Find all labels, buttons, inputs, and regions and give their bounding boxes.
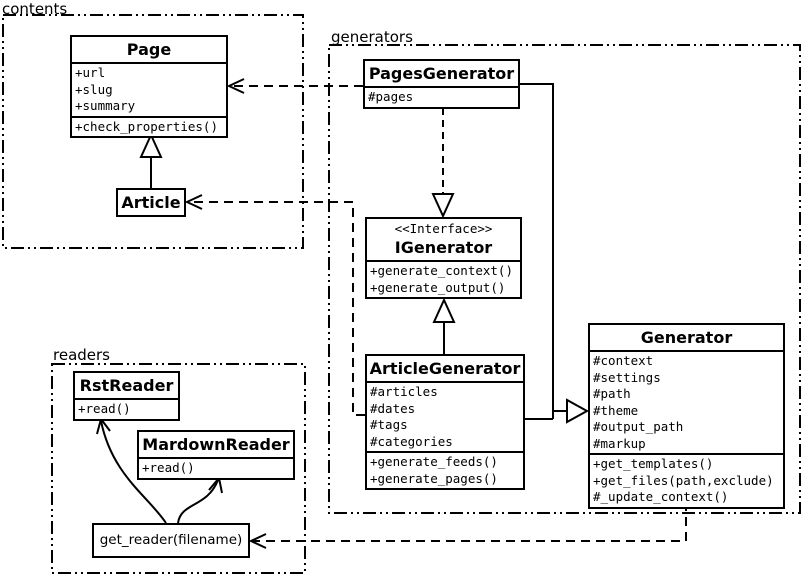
- attributes-compartment: #context #settings #path #theme #output_…: [590, 352, 783, 453]
- class-header-igenerator: <<Interface>> IGenerator: [367, 219, 520, 262]
- class-box-generator: Generator #context #settings #path #them…: [588, 323, 785, 509]
- attributes-compartment: #articles #dates #tags #categories: [367, 383, 523, 451]
- class-name-page: Page: [72, 37, 226, 64]
- attribute: #tags: [370, 417, 408, 432]
- edge-getreader-to-mardownreader: [177, 479, 219, 524]
- class-box-igenerator: <<Interface>> IGenerator +generate_conte…: [365, 217, 522, 299]
- edge-articlegenerator-depends-article: [188, 201, 365, 416]
- method: +generate_context(): [370, 263, 513, 278]
- method: +generate_feeds(): [370, 454, 498, 469]
- class-name-generator: Generator: [590, 325, 783, 352]
- method: +read(): [78, 401, 131, 416]
- methods-compartment: +get_templates() +get_files(path,exclude…: [590, 453, 783, 507]
- class-box-page: Page +url +slug +summary +check_properti…: [70, 35, 228, 138]
- attribute: #context: [593, 353, 654, 368]
- open-arrowhead-article: [184, 194, 203, 210]
- attribute: #pages: [368, 89, 414, 104]
- class-name-article: Article: [121, 193, 181, 212]
- method: +get_templates(): [593, 456, 714, 471]
- attribute: +summary: [75, 98, 136, 113]
- package-label-readers: readers: [53, 346, 110, 364]
- package-label-generators: generators: [331, 28, 413, 46]
- edge-getreader-to-rstreader: [100, 420, 167, 524]
- stereotype-label: <<Interface>>: [394, 221, 493, 236]
- methods-compartment: +check_properties(): [72, 115, 226, 137]
- class-name-pagesgenerator: PagesGenerator: [365, 61, 518, 88]
- class-box-mardownreader: MardownReader +read(): [137, 430, 295, 480]
- class-name-mardownreader: MardownReader: [139, 432, 293, 459]
- attribute: #theme: [593, 402, 639, 418]
- package-border-generators: [328, 44, 801, 514]
- method: +generate_pages(): [370, 470, 498, 486]
- class-name-rstreader: RstReader: [75, 373, 178, 400]
- attributes-compartment: +url +slug +summary: [72, 64, 226, 116]
- attribute: #markup: [593, 435, 646, 451]
- open-arrowhead-getreader: [248, 533, 267, 549]
- attribute: +slug: [75, 81, 113, 97]
- package-label-contents: contents: [2, 0, 68, 18]
- class-box-articlegenerator: ArticleGenerator #articles #dates #tags …: [365, 354, 525, 490]
- open-arrowhead-page: [226, 78, 245, 94]
- attribute: #categories: [370, 433, 453, 449]
- inheritance-triangle-page: [139, 132, 163, 158]
- class-name-igenerator: IGenerator: [394, 238, 493, 257]
- attribute: #dates: [370, 400, 416, 416]
- edge-pagesgenerator-generalizes-generator: [520, 83, 554, 419]
- methods-compartment: +read(): [75, 400, 178, 419]
- function-box-getreader: get_reader(filename): [92, 523, 250, 558]
- class-box-pagesgenerator: PagesGenerator #pages: [363, 59, 520, 109]
- methods-compartment: +read(): [139, 459, 293, 478]
- method: #_update_context(): [593, 489, 729, 504]
- attributes-compartment: #pages: [365, 88, 518, 107]
- method: +read(): [142, 460, 195, 475]
- methods-compartment: +generate_context() +generate_output(): [367, 262, 520, 297]
- attribute: #settings: [593, 369, 661, 385]
- method: +get_files(path,exclude): [593, 472, 774, 488]
- realization-triangle-igenerator: [431, 193, 455, 219]
- class-box-article: Article: [116, 188, 186, 217]
- attribute: #output_path: [593, 419, 684, 434]
- function-label-getreader: get_reader(filename): [99, 532, 243, 548]
- inheritance-triangle-igenerator: [432, 297, 456, 323]
- method: +check_properties(): [75, 118, 218, 134]
- package-border-readers: [51, 363, 306, 574]
- edge-generator-depends-getreader: [252, 502, 687, 542]
- attribute: +url: [75, 65, 106, 80]
- attribute: #articles: [370, 384, 438, 399]
- attribute: #path: [593, 386, 631, 401]
- inheritance-triangle-generator: [566, 398, 590, 424]
- method: +generate_output(): [370, 279, 506, 295]
- class-name-articlegenerator: ArticleGenerator: [367, 356, 523, 383]
- methods-compartment: +generate_feeds() +generate_pages(): [367, 451, 523, 488]
- class-box-rstreader: RstReader +read(): [73, 371, 180, 421]
- package-border-contents: [2, 14, 304, 249]
